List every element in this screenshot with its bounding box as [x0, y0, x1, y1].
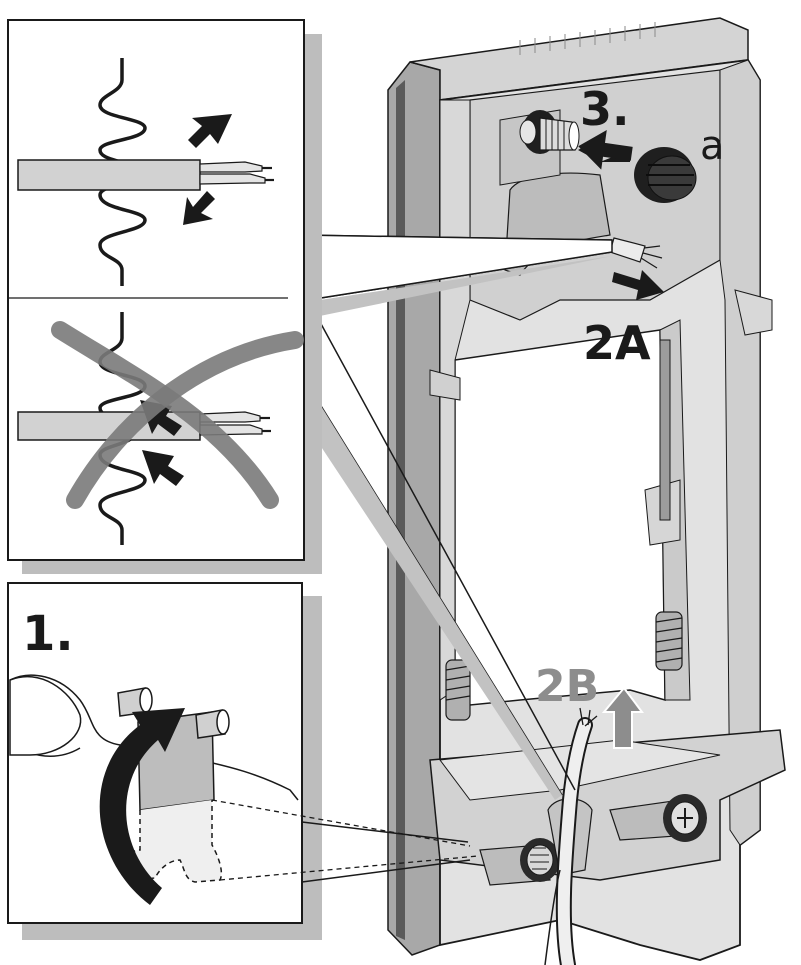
arrow-in-3	[578, 130, 633, 170]
water-connector-right	[609, 794, 707, 842]
cross-out-stroke-1	[51, 321, 279, 509]
rotate-arrow-icon	[99, 708, 185, 905]
arrow-up-icon	[601, 686, 644, 749]
spring-left	[445, 659, 471, 721]
cross-out-stroke-2	[66, 331, 304, 509]
left-clip	[429, 369, 461, 401]
step-3-label: 3.	[580, 82, 630, 136]
water-connector-left	[479, 838, 560, 886]
supply-cable-outer	[544, 869, 561, 965]
mounting-frame	[387, 17, 786, 965]
right-slider	[659, 339, 671, 521]
detail-panel-step1	[7, 582, 479, 940]
detail-panel-cable-strip	[7, 19, 322, 574]
top-ridges	[519, 22, 656, 55]
leader-fan-bottom-shadow	[300, 372, 562, 800]
arrow-up-left-icon-3	[142, 450, 184, 486]
spring-right	[655, 611, 683, 671]
knob-a	[634, 147, 697, 203]
cable-cores-top	[199, 161, 274, 185]
step-2b-label: 2B	[535, 661, 600, 712]
hand-back	[9, 675, 82, 756]
arrow-right-icon	[578, 130, 633, 170]
frame-back-edge	[387, 61, 441, 956]
arrow-up-2b	[601, 686, 644, 749]
part-a-label: a	[700, 123, 725, 169]
frame-window	[454, 329, 666, 706]
step-1-label: 1.	[22, 606, 74, 662]
dashed-leaders	[211, 799, 479, 881]
cable-wires-2b	[579, 707, 598, 727]
arrow-up-left-icon	[183, 191, 215, 225]
cable-sheath-top	[17, 159, 201, 191]
right-clip-upper	[734, 289, 773, 336]
step-2a-label: 2A	[583, 316, 651, 370]
solid-leaders	[301, 821, 471, 883]
leader-fan-top-shadow	[310, 256, 612, 318]
threaded-connector	[519, 110, 580, 154]
cylinder-right	[195, 709, 230, 739]
arrow-down-left-icon	[188, 114, 232, 148]
arrow-down-right-icon	[612, 270, 664, 300]
frame-side-strip	[396, 80, 405, 940]
right-rail	[719, 59, 761, 846]
